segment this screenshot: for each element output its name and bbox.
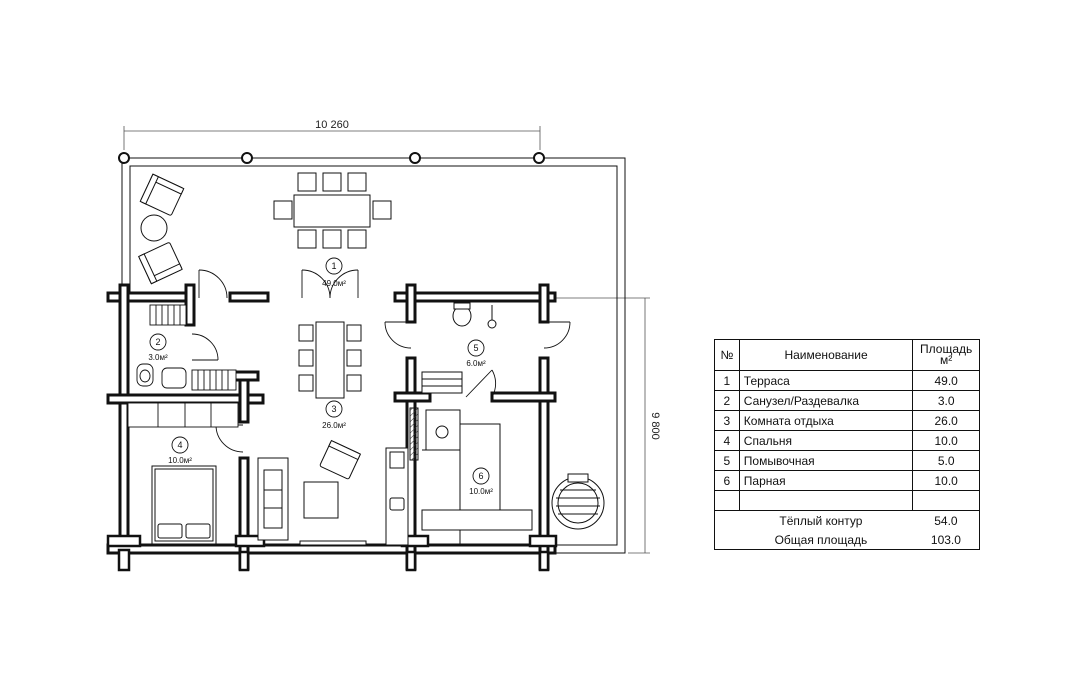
legend-row-no: 2 [714,390,740,411]
legend-empty-row [714,490,980,511]
height-dimension [548,297,650,554]
legend-row-no: 4 [714,430,740,451]
legend-total-row: Общая площадь 103.0 [713,530,980,550]
legend-row-no: 3 [714,410,740,431]
bedroom-bed [151,465,217,545]
legend-header-no: № [714,339,740,371]
terrace-outline [121,157,626,554]
legend-row-no: 6 [714,470,740,491]
legend-total-label: Общая площадь [713,530,913,550]
svg-text:6: 6 [478,471,483,481]
legend-header-area-line1: Площадь [920,342,973,356]
legend-row: 1 Терраса 49.0 [714,370,980,391]
terrace-posts [118,152,545,164]
legend-total-value: 54.0 [912,510,980,530]
sauna-fixtures [409,407,533,545]
width-dimension [123,126,541,150]
svg-text:4: 4 [177,440,182,450]
legend-row-area: 10.0 [912,430,980,451]
doors [191,269,571,453]
terrace-furniture [138,172,605,530]
legend-row: 3 Комната отдыха 26.0 [714,410,980,431]
legend-header-name: Наименование [738,339,914,371]
legend-row-name: Помывочная [738,450,914,471]
legend-empty-cell [912,490,980,511]
room-label-5: 5 6.0м² [466,339,486,368]
legend-empty-cell [738,490,914,511]
room-legend-table: № Наименование Площадь м² 1 Терраса 49.0… [713,339,980,550]
legend-header-area: Площадь м² [912,339,980,371]
svg-text:6.0м²: 6.0м² [466,359,486,368]
legend-row: 4 Спальня 10.0 [714,430,980,451]
svg-text:1: 1 [331,261,336,271]
washroom-fixtures [421,302,497,394]
room-label-3: 3 26.0м² [322,400,346,430]
svg-text:26.0м²: 26.0м² [322,421,346,430]
svg-text:3: 3 [331,404,336,414]
svg-text:49.0м²: 49.0м² [322,279,346,288]
legend-row-area: 3.0 [912,390,980,411]
legend-header-area-line2: м² [940,353,953,367]
legend-total-value: 103.0 [912,530,980,550]
room-label-6: 6 10.0м² [469,467,493,496]
legend-row-name: Парная [738,470,914,491]
legend-row-no: 1 [714,370,740,391]
legend-total-row: Тёплый контур 54.0 [713,510,980,530]
height-dimension-label: 9 800 [649,412,661,440]
legend-row: 2 Санузел/Раздевалка 3.0 [714,390,980,411]
legend-row-area: 5.0 [912,450,980,471]
log-walls [106,283,557,571]
legend-header-row: № Наименование Площадь м² [714,339,980,371]
legend-row-no: 5 [714,450,740,471]
lounge-furniture [257,321,409,546]
svg-text:5: 5 [473,343,478,353]
svg-text:10.0м²: 10.0м² [168,456,192,465]
room-label-4: 4 10.0м² [168,436,192,465]
width-dimension-label: 10 260 [315,119,349,131]
legend-empty-cell [714,490,740,511]
legend-row-name: Терраса [738,370,914,391]
svg-text:2: 2 [155,337,160,347]
legend-row-area: 26.0 [912,410,980,431]
legend-total-label: Тёплый контур [713,510,913,530]
legend-row: 6 Парная 10.0 [714,470,980,491]
svg-text:3.0м²: 3.0м² [148,353,168,362]
legend-row-area: 10.0 [912,470,980,491]
room-label-2: 2 3.0м² [148,333,168,362]
legend-row-name: Комната отдыха [738,410,914,431]
legend-row: 5 Помывочная 5.0 [714,450,980,471]
bathroom-fixtures [127,304,239,428]
legend-row-area: 49.0 [912,370,980,391]
room-label-1: 1 49.0м² [322,257,346,288]
legend-row-name: Спальня [738,430,914,451]
legend-row-name: Санузел/Раздевалка [738,390,914,411]
svg-text:10.0м²: 10.0м² [469,487,493,496]
